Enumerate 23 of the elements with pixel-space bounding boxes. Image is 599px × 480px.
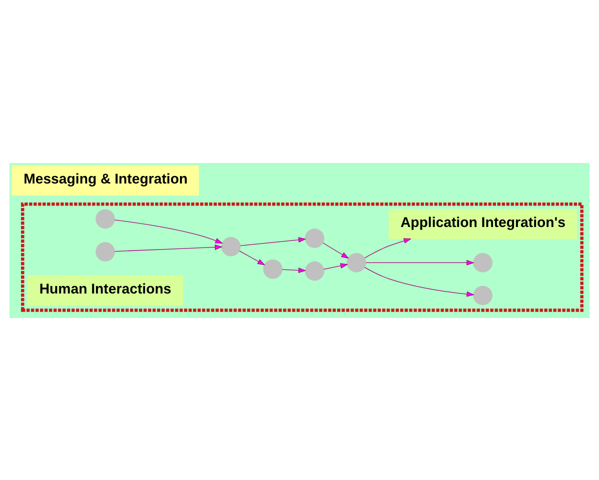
node-box: Messaging & Integration	[12, 164, 199, 195]
node-circle	[96, 242, 115, 261]
arrow	[114, 244, 223, 252]
arrow	[364, 238, 412, 258]
node-circle	[263, 258, 282, 278]
node-circle	[346, 252, 366, 272]
cluster	[21, 202, 584, 312]
node-box: Application Integration's	[388, 208, 578, 239]
arrow	[240, 236, 306, 246]
node-circle	[473, 252, 492, 272]
arrow	[324, 262, 348, 270]
arrow	[282, 267, 306, 273]
arrow	[366, 259, 474, 265]
arrow	[364, 266, 474, 296]
arrow	[322, 242, 350, 258]
node-circle	[96, 208, 115, 228]
node-box: Human Interactions	[27, 274, 184, 305]
node-circle	[304, 260, 324, 280]
arrow	[114, 219, 224, 243]
node-circle	[473, 285, 492, 305]
node-circle	[221, 236, 241, 256]
arrow	[239, 250, 266, 265]
node-circle	[304, 228, 324, 248]
